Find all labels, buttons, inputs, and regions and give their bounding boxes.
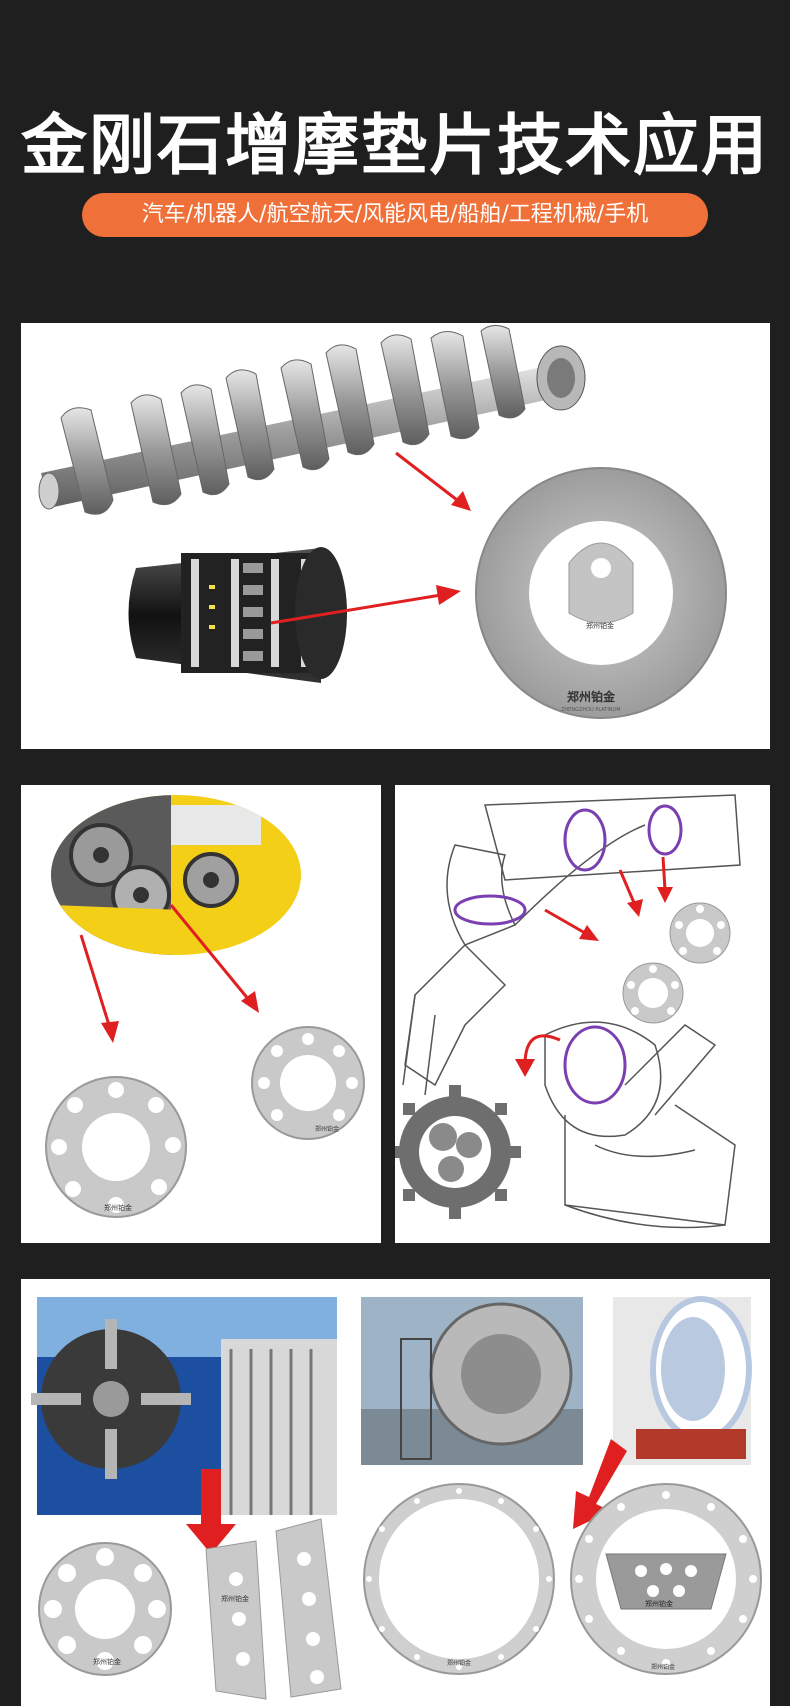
shim-logo-subtext: ZHENGZHOU PLATINUM (561, 707, 621, 713)
friction-shim-small (669, 902, 731, 964)
friction-shim-small: 郑州铂金 (251, 1026, 365, 1140)
arrow (186, 1439, 627, 1554)
robot-arm (402, 794, 741, 1229)
joint-highlight (453, 804, 683, 1105)
arrow (515, 856, 673, 1077)
page-title: 金刚石增摩垫片技术应用 (21, 107, 769, 184)
friction-shim-thin-ring: 郑州铂金 (363, 1483, 555, 1675)
friction-shim-segments: 郑州铂金 (205, 1518, 342, 1700)
shim-logo: 郑州铂金 (104, 1203, 132, 1212)
wind-generator-photo (361, 1297, 583, 1465)
gearbox-panel: 郑州铂金 郑州铂金 (21, 785, 381, 1243)
shim-logo: 郑州铂金 (447, 1659, 471, 1667)
shim-logo: 郑州铂金 (567, 689, 616, 704)
robot-arm-illustration (395, 794, 741, 1229)
shim-logo: 郑州铂金 (93, 1657, 121, 1666)
gearbox-illustration: 郑州铂金 郑州铂金 (45, 795, 365, 1218)
shim-logo: 郑州铂金 (651, 1663, 675, 1671)
crankshaft-illustration: 郑州铂金 郑州铂金 ZHENGZHOU PLATINUM (38, 325, 727, 719)
shim-logo-small: 郑州铂金 (586, 621, 614, 630)
friction-shim-large: 郑州铂金 (45, 1076, 187, 1218)
robot-arm-panel (395, 785, 770, 1243)
arrow (270, 451, 471, 625)
radial-engine-photo (31, 1297, 337, 1515)
aerospace-wind-panel: 郑州铂金 郑州铂金 郑州铂金 (21, 1279, 770, 1706)
crankshaft-panel: 郑州铂金 郑州铂金 ZHENGZHOU PLATINUM (21, 323, 770, 749)
friction-shim-medium (622, 962, 684, 1024)
gear-cutaway (128, 547, 347, 683)
shim-logo: 郑州铂金 (645, 1599, 673, 1608)
crankshaft (38, 325, 586, 515)
application-tags: 汽车/机器人/航空航天/风能风电/船舶/工程机械/手机 (82, 193, 708, 237)
marine-part-photo (613, 1296, 752, 1465)
arrow (79, 904, 259, 1043)
shim-logo: 郑州铂金 (315, 1125, 339, 1133)
friction-shim-large-ring: 郑州铂金 郑州铂金 (570, 1483, 762, 1675)
gearbox-photo (51, 795, 301, 955)
aerospace-wind-illustration: 郑州铂金 郑州铂金 郑州铂金 (31, 1296, 762, 1700)
gear-shim (395, 1085, 521, 1219)
friction-shim-ring: 郑州铂金 (38, 1542, 172, 1676)
shim-logo: 郑州铂金 (221, 1594, 249, 1603)
friction-shim: 郑州铂金 郑州铂金 ZHENGZHOU PLATINUM (475, 467, 727, 719)
